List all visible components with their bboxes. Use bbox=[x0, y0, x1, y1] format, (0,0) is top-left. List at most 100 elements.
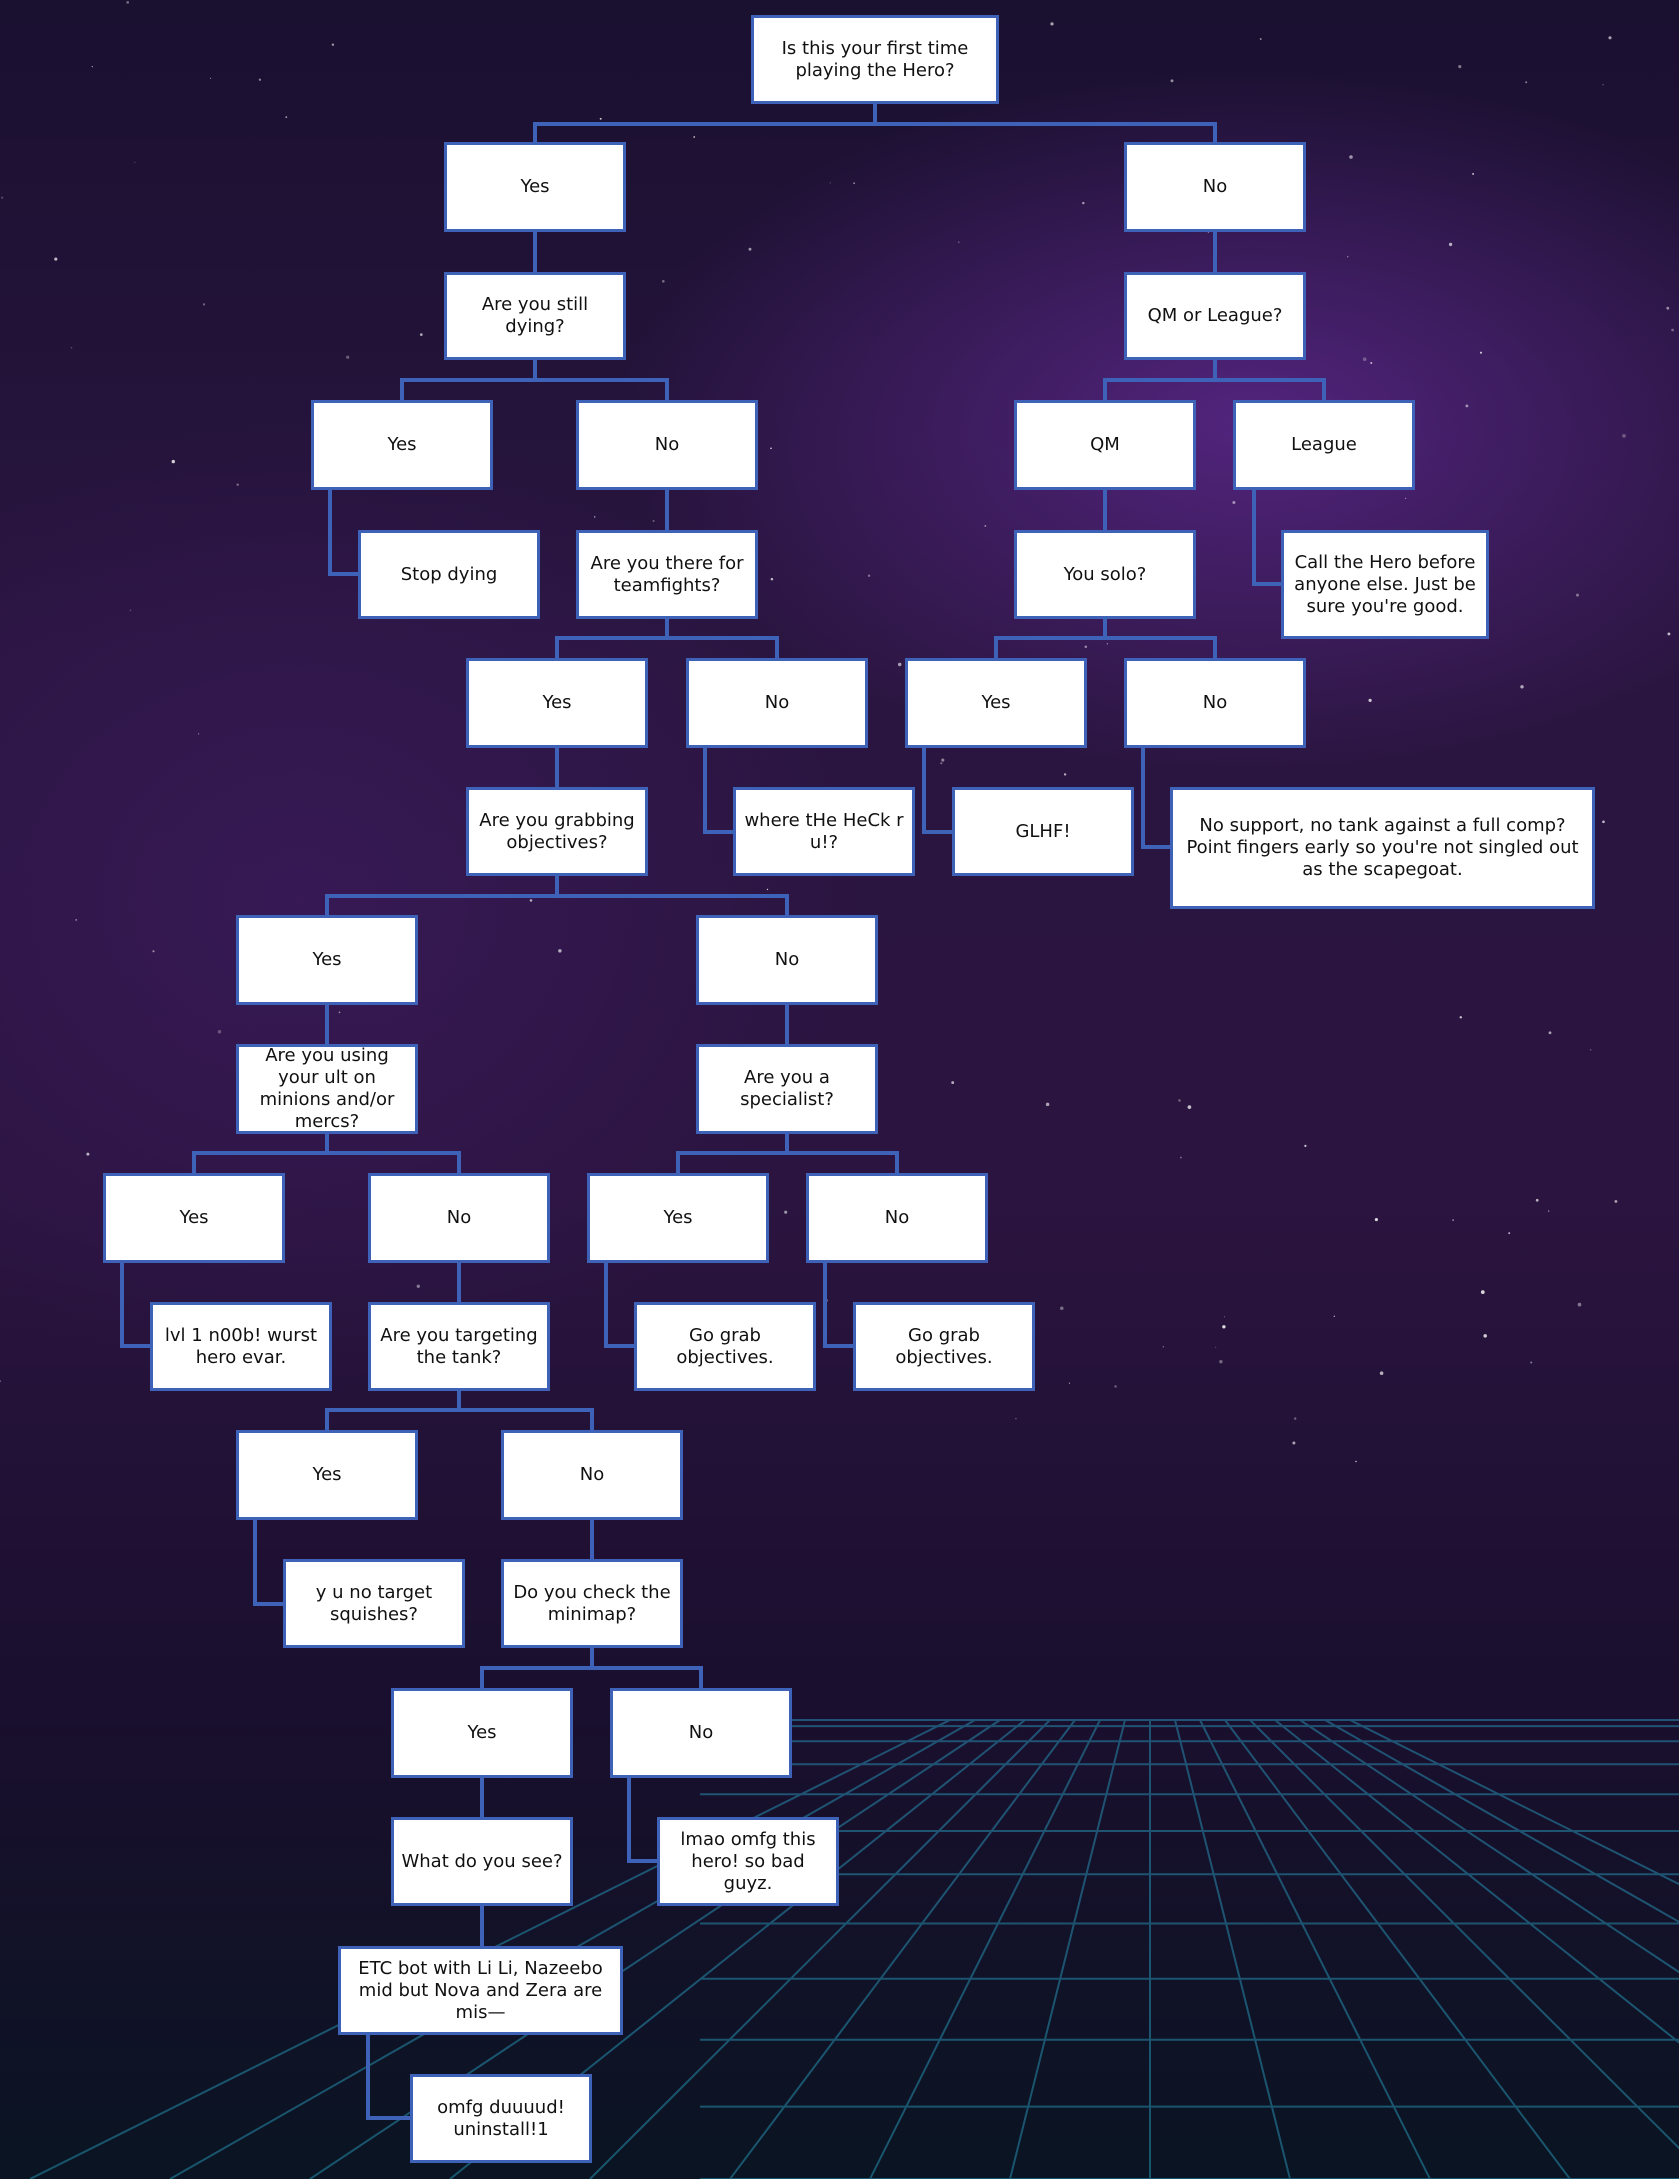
star bbox=[1535, 1198, 1539, 1202]
answer-yes-tank[interactable]: Yes bbox=[236, 1430, 418, 1520]
answer-yes-teamfights[interactable]: Yes bbox=[466, 658, 648, 748]
star bbox=[1520, 685, 1524, 689]
star bbox=[1082, 201, 1085, 205]
question-qm-or-league[interactable]: QM or League? bbox=[1124, 272, 1306, 360]
connector-still-dying-no bbox=[535, 378, 669, 400]
connector-grabbing bbox=[325, 876, 559, 915]
grid-line-vertical bbox=[1324, 1719, 1679, 1923]
connector-ult bbox=[192, 1134, 329, 1173]
result-go-grab-objectives-2[interactable]: Go grab objectives. bbox=[853, 1302, 1035, 1391]
answer-yes-still-dying[interactable]: Yes bbox=[311, 400, 493, 490]
star bbox=[75, 919, 78, 921]
question-specialist[interactable]: Are you a specialist? bbox=[696, 1044, 878, 1134]
question-targeting-tank[interactable]: Are you targeting the tank? bbox=[368, 1302, 550, 1391]
star bbox=[1459, 1016, 1463, 1019]
star bbox=[1114, 1385, 1117, 1388]
grid-line-vertical bbox=[1009, 1719, 1126, 2179]
answer-yes-specialist[interactable]: Yes bbox=[587, 1173, 769, 1263]
result-where-the-heck[interactable]: where tHe HeCk r u!? bbox=[733, 787, 915, 876]
connector-spec-no bbox=[787, 1151, 899, 1173]
answer-no-minimap[interactable]: No bbox=[610, 1688, 792, 1778]
question-grabbing-objectives[interactable]: Are you grabbing objectives? bbox=[466, 787, 648, 876]
star bbox=[1548, 1031, 1552, 1035]
question-teamfights[interactable]: Are you there for teamfights? bbox=[576, 530, 758, 619]
connector-tank bbox=[325, 1391, 461, 1430]
answer-no-still-dying[interactable]: No bbox=[576, 400, 758, 490]
result-stop-dying[interactable]: Stop dying bbox=[358, 530, 540, 619]
question-first-time[interactable]: Is this your first time playing the Hero… bbox=[751, 15, 999, 104]
result-glhf[interactable]: GLHF! bbox=[952, 787, 1134, 876]
connector-minimap bbox=[480, 1648, 594, 1688]
star bbox=[1671, 328, 1674, 332]
connector-spec bbox=[676, 1134, 789, 1173]
question-what-do-you-see[interactable]: What do you see? bbox=[391, 1817, 573, 1906]
star bbox=[1458, 65, 1462, 69]
grid-line-vertical bbox=[1199, 1719, 1431, 2179]
connector-solo bbox=[994, 619, 1107, 658]
star bbox=[1465, 404, 1469, 408]
star bbox=[1, 196, 4, 199]
answer-yes-ult[interactable]: Yes bbox=[103, 1173, 285, 1263]
star bbox=[1355, 1460, 1357, 1463]
question-ult-on-minions[interactable]: Are you using your ult on minions and/or… bbox=[236, 1044, 418, 1134]
star bbox=[1589, 1049, 1592, 1051]
star bbox=[652, 519, 655, 523]
answer-yes-solo[interactable]: Yes bbox=[905, 658, 1087, 748]
star bbox=[258, 78, 262, 81]
star bbox=[529, 899, 533, 902]
star bbox=[1602, 84, 1604, 86]
star bbox=[1614, 1199, 1618, 1203]
star bbox=[0, 1380, 1, 1382]
question-check-minimap[interactable]: Do you check the minimap? bbox=[501, 1559, 683, 1648]
connector-qm-league bbox=[1103, 360, 1217, 400]
result-call-the-hero[interactable]: Call the Hero before anyone else. Just b… bbox=[1281, 530, 1489, 639]
star bbox=[853, 182, 855, 184]
star bbox=[1232, 500, 1236, 505]
connector-solo-no bbox=[1105, 636, 1217, 658]
answer-no-objectives[interactable]: No bbox=[696, 915, 878, 1005]
star bbox=[940, 762, 943, 765]
question-still-dying[interactable]: Are you still dying? bbox=[444, 272, 626, 360]
star bbox=[1084, 645, 1088, 648]
star bbox=[217, 1030, 222, 1034]
star bbox=[770, 447, 772, 450]
answer-no-solo[interactable]: No bbox=[1124, 658, 1306, 748]
result-go-grab-objectives-1[interactable]: Go grab objectives. bbox=[634, 1302, 816, 1391]
answer-league[interactable]: League bbox=[1233, 400, 1415, 490]
result-no-support-no-tank[interactable]: No support, no tank against a full comp?… bbox=[1170, 787, 1595, 909]
star bbox=[593, 516, 596, 518]
answer-no-tank[interactable]: No bbox=[501, 1430, 683, 1520]
result-lmao-omfg[interactable]: lmao omfg this hero! so bad guyz. bbox=[657, 1817, 839, 1906]
result-y-u-no-target[interactable]: y u no target squishes? bbox=[283, 1559, 465, 1648]
star bbox=[1179, 1156, 1182, 1159]
star bbox=[1472, 172, 1475, 175]
connector-spec-no-go bbox=[823, 1263, 853, 1348]
star bbox=[54, 257, 58, 261]
answer-no-ult[interactable]: No bbox=[368, 1173, 550, 1263]
connector-root bbox=[533, 104, 877, 142]
answer-yes-minimap[interactable]: Yes bbox=[391, 1688, 573, 1778]
answer-yes-objectives[interactable]: Yes bbox=[236, 915, 418, 1005]
star bbox=[210, 77, 212, 79]
answer-no-teamfights[interactable]: No bbox=[686, 658, 868, 748]
answer-no-specialist[interactable]: No bbox=[806, 1173, 988, 1263]
star bbox=[1063, 773, 1067, 776]
connector-root-no bbox=[875, 122, 1217, 142]
grid-line-vertical bbox=[1174, 1719, 1291, 2179]
question-you-solo[interactable]: You solo? bbox=[1014, 530, 1196, 619]
connector-tank-no bbox=[459, 1408, 594, 1430]
grid-line-vertical bbox=[589, 1719, 1051, 2179]
result-lvl1-noob[interactable]: lvl 1 n00b! wurst hero evar. bbox=[150, 1302, 332, 1391]
star bbox=[951, 1081, 955, 1085]
answer-no-first-time[interactable]: No bbox=[1124, 142, 1306, 232]
star bbox=[419, 333, 423, 336]
answer-qm[interactable]: QM bbox=[1014, 400, 1196, 490]
star bbox=[784, 1210, 788, 1214]
connector-solo-yes-glhf bbox=[922, 748, 952, 834]
connector-teamfights bbox=[555, 619, 669, 658]
result-omfg-uninstall[interactable]: omfg duuuud! uninstall!1 bbox=[410, 2074, 592, 2163]
answer-yes-first-time[interactable]: Yes bbox=[444, 142, 626, 232]
grid-line-vertical bbox=[1249, 1719, 1679, 2150]
star bbox=[198, 733, 200, 735]
result-etc-bot[interactable]: ETC bot with Li Li, Nazeebo mid but Nova… bbox=[338, 1946, 623, 2035]
